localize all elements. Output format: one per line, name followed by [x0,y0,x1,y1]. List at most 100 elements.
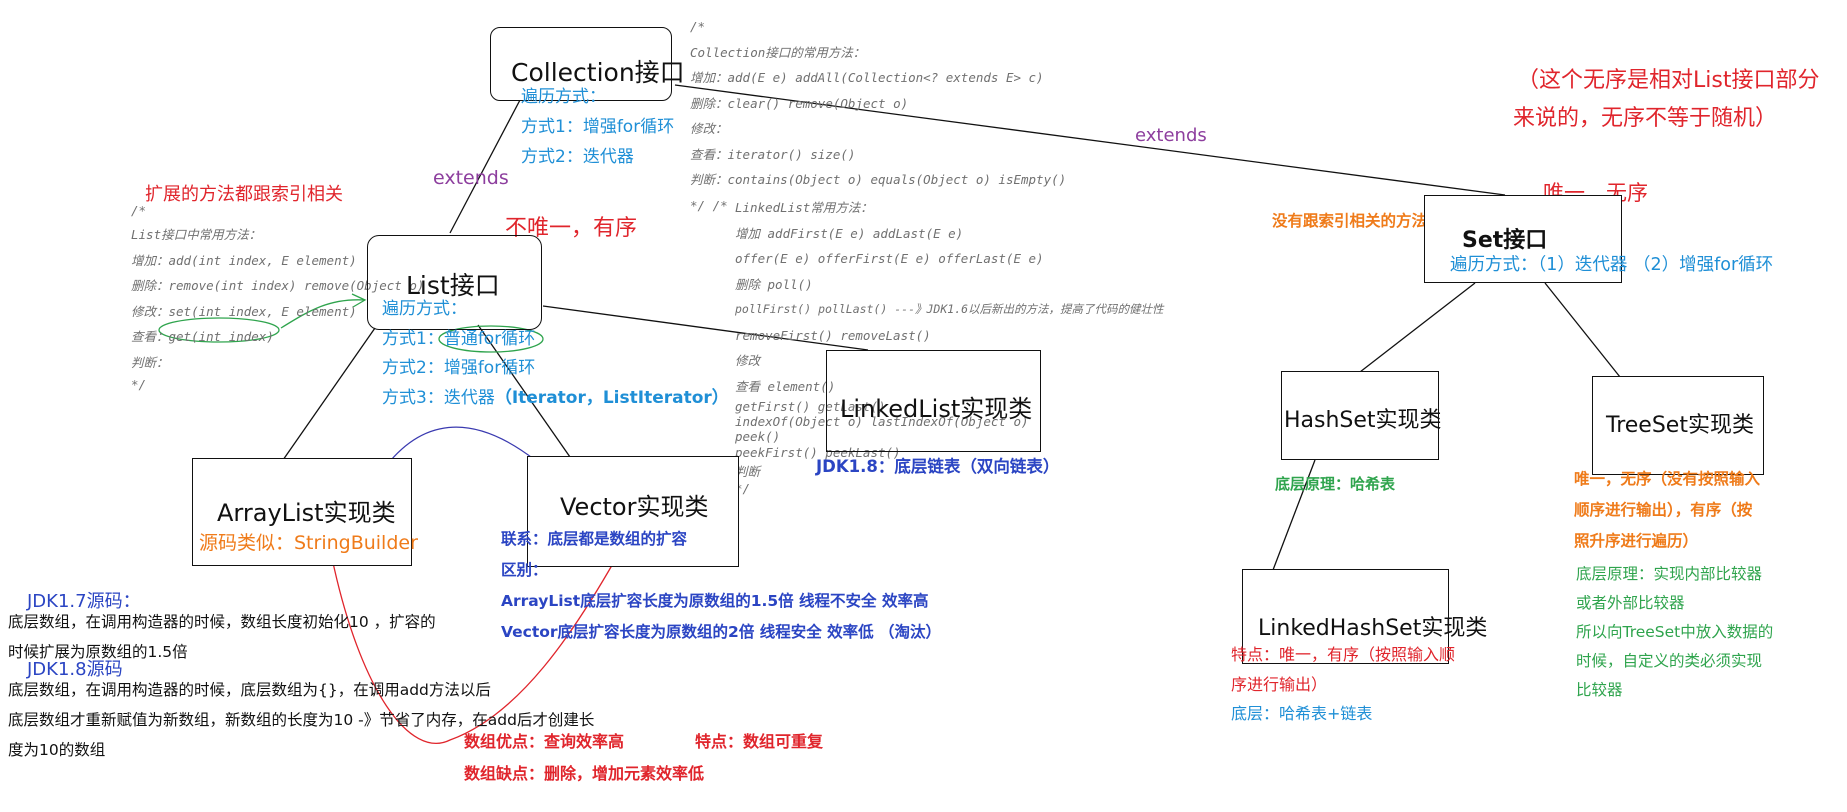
hashset-box[interactable]: HashSet实现类 [1281,371,1442,460]
code-line: 修改 [735,353,761,368]
treeset-principle-line: 所以向TreeSet中放入数据的 [1576,623,1774,641]
code-line: 查看：iterator() size() [690,146,856,162]
line-collection-list [449,99,521,234]
line-list-vector [477,324,571,458]
hashset-principle: 底层原理：哈希表 [1275,475,1396,493]
vector-diff-arraylist: ArrayList底层扩容长度为原数组的1.5倍 线程不安全 效率高 [501,592,929,610]
linkedlist-jdk: JDK1.8：底层链表（双向链表） [816,457,1060,476]
linkedlist-title: LinkedList实现类 [840,395,1033,423]
vector-relation: 联系：底层都是数组的扩容 [501,530,688,548]
treeset-feature: 唯一，无序（没有按照输入 顺序进行输出），有序（按 照升序进行遍历） [1574,464,1760,557]
vector-notes: 联系：底层都是数组的扩容 区别： ArrayList底层扩容长度为原数组的1.5… [501,524,941,648]
treeset-box[interactable]: TreeSet实现类 [1592,376,1764,475]
vector-box[interactable]: Vector实现类 [527,456,739,567]
list-extends-label: extends [433,167,509,189]
collection-interface-box[interactable]: Collection接口 [490,27,685,101]
vector-title: Vector实现类 [560,493,709,521]
code-line: 修改： [690,121,728,136]
list-traverse: 遍历方式： 方式1：普通for循环 方式2：增强for循环 方式3：迭代器（It… [382,295,729,413]
treeset-feature-line: 唯一，无序（没有按照输入 [1574,470,1761,488]
set-traverse: 遍历方式：（1）迭代器 （2）增强for循环 [1450,255,1774,275]
list-traverse-label: 遍历方式： [382,299,467,319]
set-order-note-line: （这个无序是相对List接口部分 [1517,68,1820,93]
list-title: List接口 [406,271,500,300]
list-methods-comment: /* List接口中常用方法： 增加：add(int index, E elem… [131,200,424,395]
list-feature: 不唯一，有序 [505,216,638,241]
list-traverse-item: 方式3：迭代器（Iterator，ListIterator） [382,384,729,414]
code-line: LinkedList常用方法： [735,200,873,215]
code-line: 修改：set(int index, E element) [131,303,357,319]
green-circle-get [158,317,280,343]
code-line: 查看：get(int index) [131,329,274,344]
line-list-linkedlist [542,305,869,351]
treeset-principle-line: 时候，自定义的类必须实现 [1576,652,1763,670]
vector-diff-label: 区别： [501,561,548,579]
treeset-principle-line: 比较器 [1576,681,1623,699]
treeset-title: TreeSet实现类 [1606,413,1754,438]
code-line: 判断：contains(Object o) equals(Object o) i… [690,172,1067,187]
line-set-treeset [1544,282,1621,378]
linkedhashset-feature: 特点：唯一，有序（按照输入顺 序进行输出） [1231,640,1455,700]
array-advantage: 数组优点：查询效率高 [464,732,625,751]
line-list-arraylist [282,327,376,461]
set-order-note-line: 来说的，无序不等于随机） [1513,106,1778,131]
list-traverse-item: 方式1：普通for循环 [382,328,536,349]
hashset-title: HashSet实现类 [1284,408,1442,433]
linkedhashset-box[interactable]: LinkedHashSet实现类 [1242,569,1487,664]
code-line: /* [690,19,706,34]
green-circle-for [438,325,544,353]
linkedlist-methods-comment: LinkedList常用方法： 增加 addFirst(E e) addLast… [735,195,1164,496]
vector-diff-vector: Vector底层扩容长度为原数组的2倍 线程安全 效率低 （淘汰） [501,623,942,641]
code-line: /* [131,203,147,218]
jdk18-line: 底层数组，在调用构造器的时候，底层数组为{}，在调用add方法以后 [8,681,491,699]
line-hashset-linkedhashset [1272,459,1316,571]
set-interface-box[interactable]: Set接口 [1424,195,1622,283]
treeset-principle-line: 或者外部比较器 [1576,594,1685,612]
treeset-feature-line: 顺序进行输出），有序（按 [1574,501,1753,519]
jdk17-title: JDK1.7源码： [27,591,141,612]
code-line: removeFirst() removeLast() [735,327,931,343]
jdk17-text: 底层数组，在调用构造器的时候，数组长度初始化10 ，扩容的 时候扩展为原数组的1… [8,607,436,667]
code-line: 增加 addFirst(E e) addLast(E e) [735,225,964,241]
list-traverse-item: 方式2：增强for循环 [382,358,536,378]
code-line: */ [735,481,751,496]
jdk18-line: 底层数组才重新赋值为新数组，新数组的长度为10 -》节省了内存，在add后才创建… [8,711,595,729]
collection-traverse-label: 遍历方式： [521,87,606,107]
line-collection-set [674,84,1506,196]
jdk18-title: JDK1.8源码 [27,659,123,680]
collection-traverse-item: 方式1：增强for循环 [521,117,675,137]
code-line: 增加：add(E e) addAll(Collection<? extends … [690,70,1044,85]
list-iterator-types: （Iterator，ListIterator） [494,387,729,408]
collection-traverse-item: 方式2：迭代器 [521,147,634,167]
collection-traverse: 遍历方式： 方式1：增强for循环 方式2：迭代器 [521,82,674,172]
arraylist-box[interactable]: ArrayList实现类 [192,458,412,566]
code-line: 删除 poll() [735,276,813,292]
blue-arc [382,426,536,471]
jdk17-line: 底层数组，在调用构造器的时候，数组长度初始化10 ，扩容的 [8,613,436,631]
code-line: 增加：add(int index, E element) [131,252,357,268]
code-line: */ [131,377,147,392]
linkedlist-box[interactable]: LinkedList实现类 [826,350,1041,452]
array-feature: 特点：数组可重复 [695,732,824,751]
linkedhashset-title: LinkedHashSet实现类 [1258,616,1488,641]
set-order-note: （这个无序是相对List接口部分 来说的，无序不等于随机） [1513,62,1820,138]
set-extends-label: extends [1135,125,1207,146]
code-line: 删除：clear() remove(Object o) [690,95,909,111]
treeset-principle: 底层原理：实现内部比较器 或者外部比较器 所以向TreeSet中放入数据的 时候… [1576,560,1773,705]
linkedhashset-feature-line: 序进行输出） [1231,675,1328,694]
code-line: 判断： [131,354,169,370]
index-methods-note: 扩展的方法都跟索引相关 [145,184,343,205]
code-line: peekFirst() peekLast() [735,445,901,460]
treeset-feature-line: 照升序进行遍历） [1574,532,1699,550]
code-line: 判断 [735,464,761,479]
linkedhashset-bottom: 底层：哈希表+链表 [1231,704,1373,723]
code-line: pollFirst() pollLast() ---》JDK1.6以后新出的方法… [735,302,1164,316]
red-curve [331,557,616,745]
code-line: */ /* [690,197,728,213]
array-disadvantage: 数组缺点：删除，增加元素效率低 [464,764,705,783]
code-line: List接口中常用方法： [131,227,262,242]
list-traverse-item-text: 方式3：迭代器 [382,387,495,408]
list-interface-box[interactable]: List接口 [367,235,542,330]
arraylist-source-like: 源码类似：StringBuilder [199,532,418,554]
